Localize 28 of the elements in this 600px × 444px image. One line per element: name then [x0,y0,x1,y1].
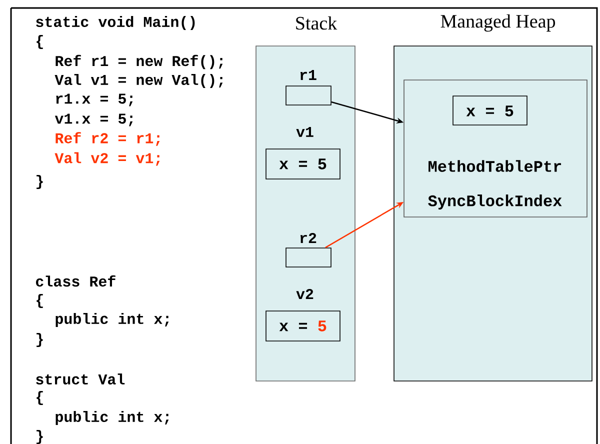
code-line: { [36,391,43,405]
code-line: r1.x = 5; [56,94,133,106]
code-line: } [36,333,43,347]
code-line: Ref r2 = r1; [56,132,160,146]
header-field: SyncBlockIndex [428,194,562,210]
code-line: public int x; [56,313,169,327]
field-value: x = 5 [466,106,514,116]
code-line: } [36,175,43,189]
panel-title: Stack [296,16,338,30]
code-line: { [36,294,43,308]
code-line: public int x; [56,411,169,425]
variable-name: r1 [300,70,316,80]
code-line: struct Val [36,373,125,384]
panel-title: Managed Heap [440,14,556,32]
code-line: Val v2 = v1; [54,152,160,166]
code-line: } [36,430,43,444]
variable-name: v2 [296,288,314,299]
code-line: static void Main() [36,16,195,30]
code-line: v1.x = 5; [54,114,133,126]
variable-name: r2 [300,232,316,243]
code-line: Ref r1 = new Ref(); [56,54,223,70]
code-line: { [36,35,43,49]
code-line: Val v1 = new Val(); [54,74,223,88]
header-field: MethodTablePtr [428,160,562,172]
code-line: class Ref [36,275,116,287]
field-value: x = 5 [279,320,326,332]
field-value: x = 5 [279,158,326,170]
variable-name: v1 [296,127,314,137]
